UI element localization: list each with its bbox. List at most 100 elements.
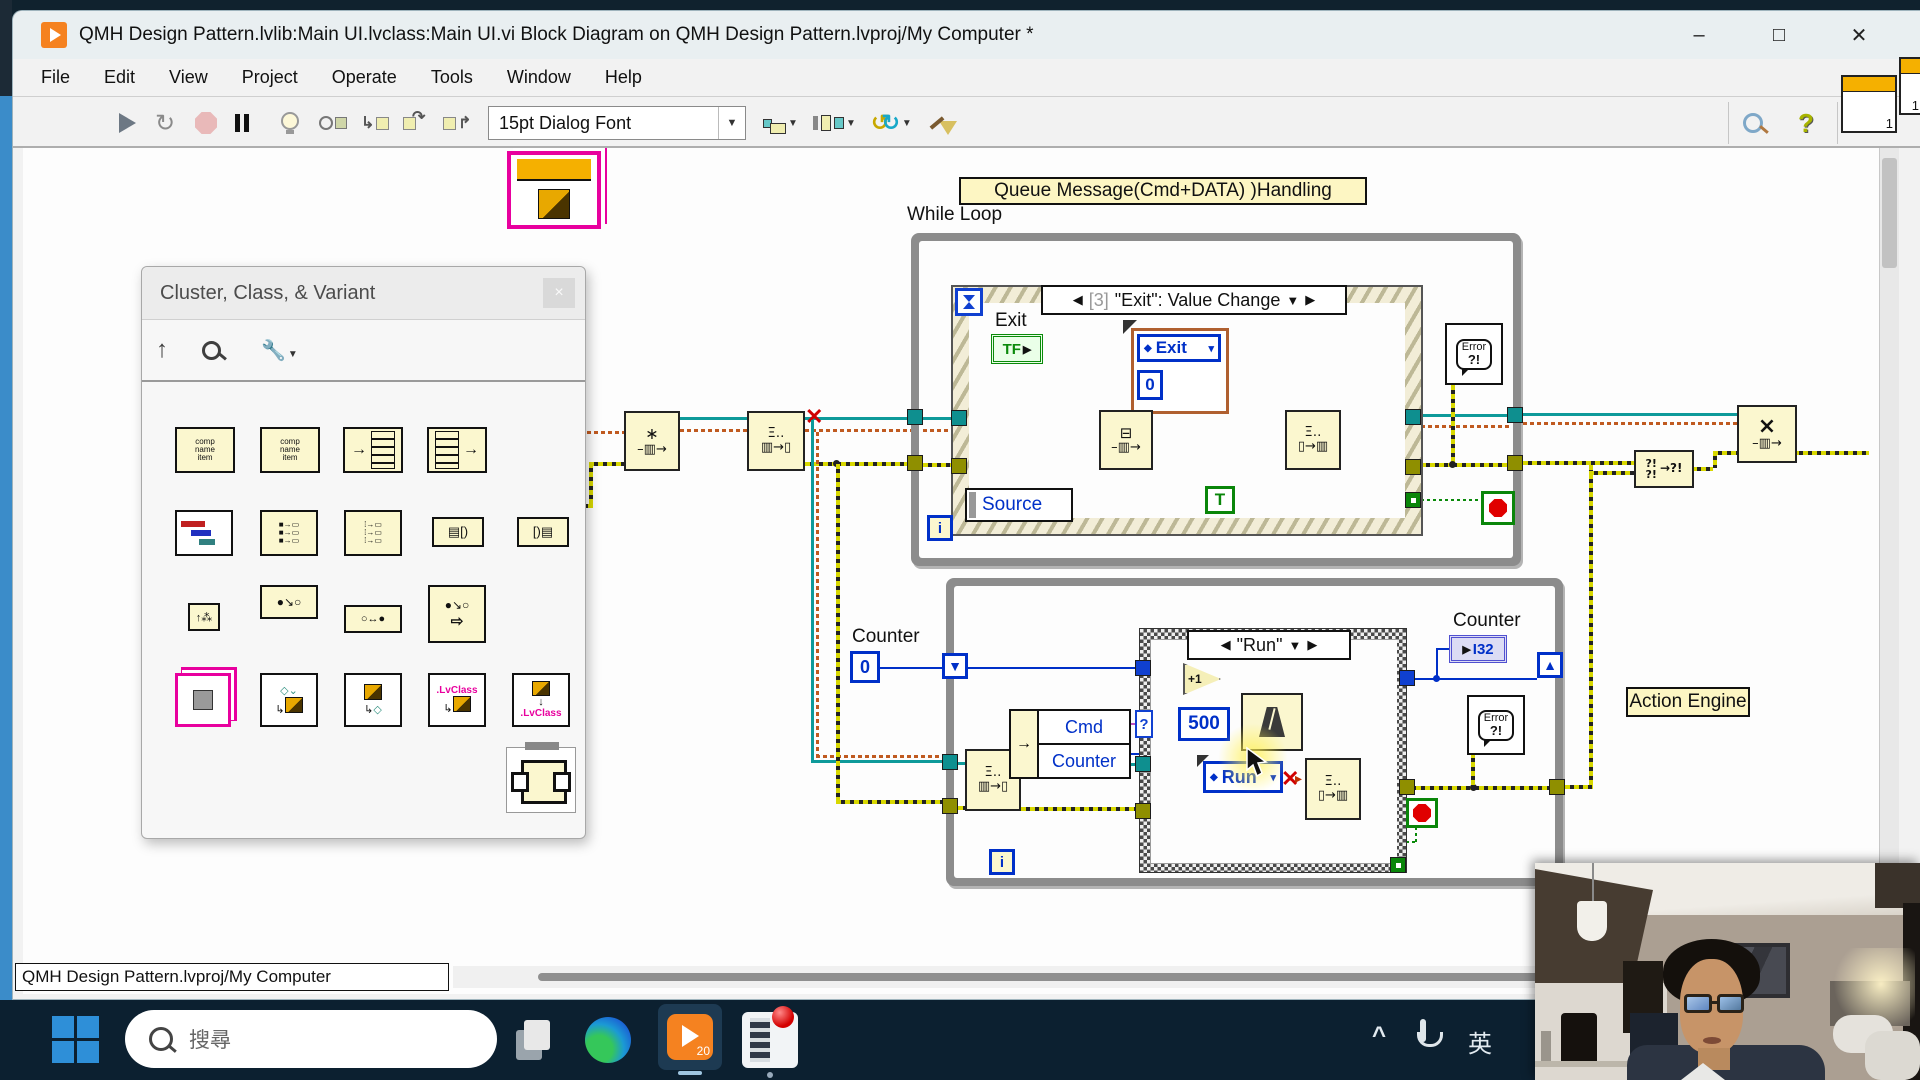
boolean-wire[interactable] bbox=[1415, 827, 1417, 843]
error-wire[interactable] bbox=[589, 462, 626, 466]
tunnel[interactable] bbox=[942, 798, 958, 814]
palette-customize-icon[interactable]: 🔧▼ bbox=[261, 339, 298, 362]
step-out-icon[interactable]: ↱ bbox=[443, 108, 471, 138]
exit-terminal-label[interactable]: Exit bbox=[995, 310, 1027, 331]
shift-register-right[interactable]: ▲ bbox=[1537, 652, 1563, 678]
queue-refnum-wire[interactable] bbox=[1523, 413, 1737, 416]
error-wire[interactable] bbox=[958, 806, 967, 810]
queue-refnum-wire[interactable] bbox=[811, 760, 942, 763]
exit-boolean-terminal[interactable]: TF▶ bbox=[991, 334, 1043, 364]
abort-icon[interactable] bbox=[195, 108, 217, 138]
edge-icon[interactable] bbox=[582, 1014, 634, 1066]
cluster-numeric-constant[interactable]: 0 bbox=[1137, 370, 1163, 400]
tunnel[interactable] bbox=[1399, 779, 1415, 795]
run-continuously-icon[interactable]: ↻ bbox=[155, 109, 176, 137]
tunnel[interactable] bbox=[1135, 660, 1151, 676]
distribute-objects-icon[interactable]: ▼ bbox=[813, 108, 856, 138]
error-wire[interactable] bbox=[1451, 385, 1455, 463]
tunnel[interactable] bbox=[1507, 455, 1523, 471]
counter-i32-indicator[interactable]: ▶I32 bbox=[1449, 635, 1507, 663]
queue-refnum-wire[interactable] bbox=[811, 420, 814, 761]
clean-up-diagram-icon[interactable] bbox=[929, 108, 957, 138]
minimize-button[interactable]: – bbox=[1693, 23, 1705, 46]
palette-item-class-hierarchy-specific[interactable]: ●↘○ bbox=[260, 585, 318, 619]
error-wire[interactable] bbox=[1713, 451, 1717, 468]
error-wire[interactable] bbox=[1692, 467, 1713, 471]
case-dropdown-arrow[interactable]: ▼ bbox=[1288, 637, 1302, 653]
queue-refnum-wire[interactable] bbox=[923, 417, 951, 420]
numeric-wire[interactable] bbox=[1436, 648, 1451, 650]
counter-constant-label[interactable]: Counter bbox=[852, 626, 920, 647]
obtain-queue-node[interactable]: ∗–▥→ bbox=[624, 411, 680, 471]
unbundle-by-name-node[interactable]: → Cmd Counter bbox=[1009, 709, 1131, 779]
tunnel[interactable] bbox=[951, 458, 967, 474]
tunnel[interactable] bbox=[942, 754, 958, 770]
tunnel[interactable] bbox=[1405, 459, 1421, 475]
palette-up-icon[interactable]: ↑ bbox=[156, 336, 168, 363]
dequeue-element-node[interactable]: Ξ‥▥→▯ bbox=[747, 411, 805, 471]
maximize-button[interactable]: □ bbox=[1772, 23, 1786, 46]
counter-zero-constant[interactable]: 0 bbox=[850, 651, 880, 683]
palette-search-icon[interactable] bbox=[202, 340, 227, 361]
tunnel[interactable] bbox=[1135, 756, 1151, 772]
cluster-wire[interactable] bbox=[816, 432, 819, 757]
labview-taskbar-icon[interactable]: 20 bbox=[658, 1004, 722, 1070]
vi-icon-pane[interactable]: 1 bbox=[1841, 75, 1897, 133]
case-selector-label[interactable]: ◀ "Run" ▼ ▶ bbox=[1187, 630, 1351, 660]
font-dropdown-arrow[interactable]: ▼ bbox=[718, 107, 745, 139]
horizontal-scrollbar[interactable] bbox=[453, 966, 1873, 988]
reorder-objects-icon[interactable]: ↺↻▼ bbox=[871, 110, 912, 135]
palette-item-to-more-specific-class[interactable]: ◇⌄↳ bbox=[260, 673, 318, 727]
retain-wire-values-icon[interactable] bbox=[319, 108, 347, 138]
numeric-wire[interactable] bbox=[1436, 649, 1438, 678]
event-prev-arrow[interactable]: ◀ bbox=[1072, 292, 1083, 307]
action-engine-label[interactable]: Action Engine bbox=[1626, 687, 1750, 717]
palette-item-array-to-cluster[interactable]: [)▤ bbox=[517, 517, 569, 547]
menu-tools[interactable]: Tools bbox=[430, 67, 473, 87]
menu-window[interactable]: Window bbox=[506, 67, 571, 87]
highlight-execution-icon[interactable] bbox=[281, 108, 299, 138]
menu-operate[interactable]: Operate bbox=[331, 67, 397, 87]
palette-item-preserve-run-time-class[interactable]: ●↘○⇨ bbox=[428, 585, 486, 643]
tunnel[interactable] bbox=[951, 410, 967, 426]
tunnel[interactable] bbox=[1549, 779, 1565, 795]
queue-refnum-wire[interactable] bbox=[805, 417, 911, 420]
close-button[interactable]: ✕ bbox=[1850, 24, 1868, 47]
palette-item-get-lv-class-default-value[interactable]: .LvClass↳ bbox=[428, 673, 486, 727]
vertical-scrollbar[interactable] bbox=[1879, 148, 1899, 994]
align-objects-icon[interactable]: ▼ bbox=[763, 108, 798, 138]
numeric-wire[interactable] bbox=[968, 667, 1135, 669]
cluster-wire[interactable] bbox=[680, 429, 747, 432]
palette-close-icon[interactable]: × bbox=[543, 278, 575, 308]
menu-help[interactable]: Help bbox=[604, 67, 642, 87]
horizontal-scrollbar-thumb[interactable] bbox=[538, 973, 1548, 981]
error-wire[interactable] bbox=[1589, 471, 1634, 475]
event-dropdown-arrow[interactable]: ▼ bbox=[1286, 292, 1300, 308]
ime-indicator[interactable]: 英 bbox=[1468, 1031, 1492, 1058]
error-wire[interactable] bbox=[805, 462, 911, 466]
pause-icon[interactable] bbox=[235, 108, 249, 138]
palette-item-type-cast[interactable]: ↑⁂ bbox=[188, 603, 220, 631]
class-cube-icon[interactable] bbox=[507, 151, 601, 229]
palette-item-bundle[interactable]: → bbox=[343, 427, 403, 473]
shift-register-left[interactable]: ▼ bbox=[942, 653, 968, 679]
case-prev-arrow[interactable]: ◀ bbox=[1220, 637, 1231, 652]
boolean-wire[interactable] bbox=[1406, 841, 1418, 843]
menu-view[interactable]: View bbox=[169, 67, 208, 87]
numeric-wire[interactable] bbox=[880, 667, 942, 669]
increment-node[interactable] bbox=[1183, 663, 1221, 695]
error-handler-subvi[interactable]: Error?! bbox=[1445, 323, 1503, 385]
queue-refnum-wire[interactable] bbox=[958, 762, 967, 765]
palette-item-build-cluster-array[interactable]: ■→▭■→▭■→▭ bbox=[260, 510, 318, 556]
error-wire[interactable] bbox=[579, 504, 593, 508]
event-selector-label[interactable]: ◀ [3] "Exit": Value Change ▼ ▶ bbox=[1041, 285, 1347, 315]
event-next-arrow[interactable]: ▶ bbox=[1305, 292, 1316, 307]
palette-item-unbundle[interactable]: → bbox=[427, 427, 487, 473]
run-icon[interactable] bbox=[119, 108, 136, 138]
tray-expand-icon[interactable]: ^ bbox=[1372, 1022, 1387, 1049]
cluster-wire[interactable] bbox=[805, 429, 911, 432]
error-wire[interactable] bbox=[1421, 463, 1509, 467]
video-recorder-taskbar-icon[interactable] bbox=[742, 1006, 798, 1068]
error-wire[interactable] bbox=[923, 463, 951, 467]
